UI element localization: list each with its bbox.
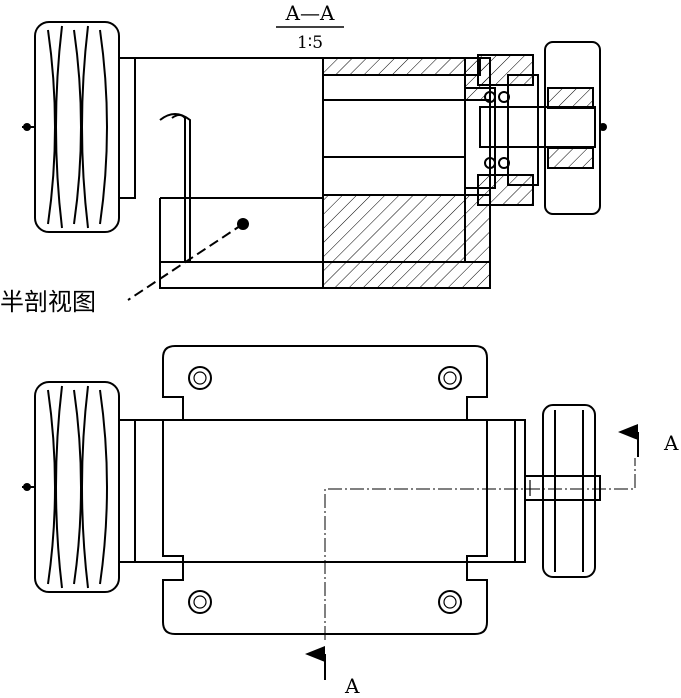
cut-mark-right: A [663,431,679,455]
section-scale: 1∶5 [297,33,323,53]
half-section-callout: 半剖视图 [0,218,249,316]
section-view: A—A 1∶5 [22,1,607,289]
pulley-bottom [22,381,120,593]
section-title: A—A [285,1,335,25]
cut-mark-bottom: A [344,674,360,698]
pulley-top [22,21,120,233]
callout-label: 半剖视图 [0,288,96,316]
plan-view: A A [22,345,679,698]
